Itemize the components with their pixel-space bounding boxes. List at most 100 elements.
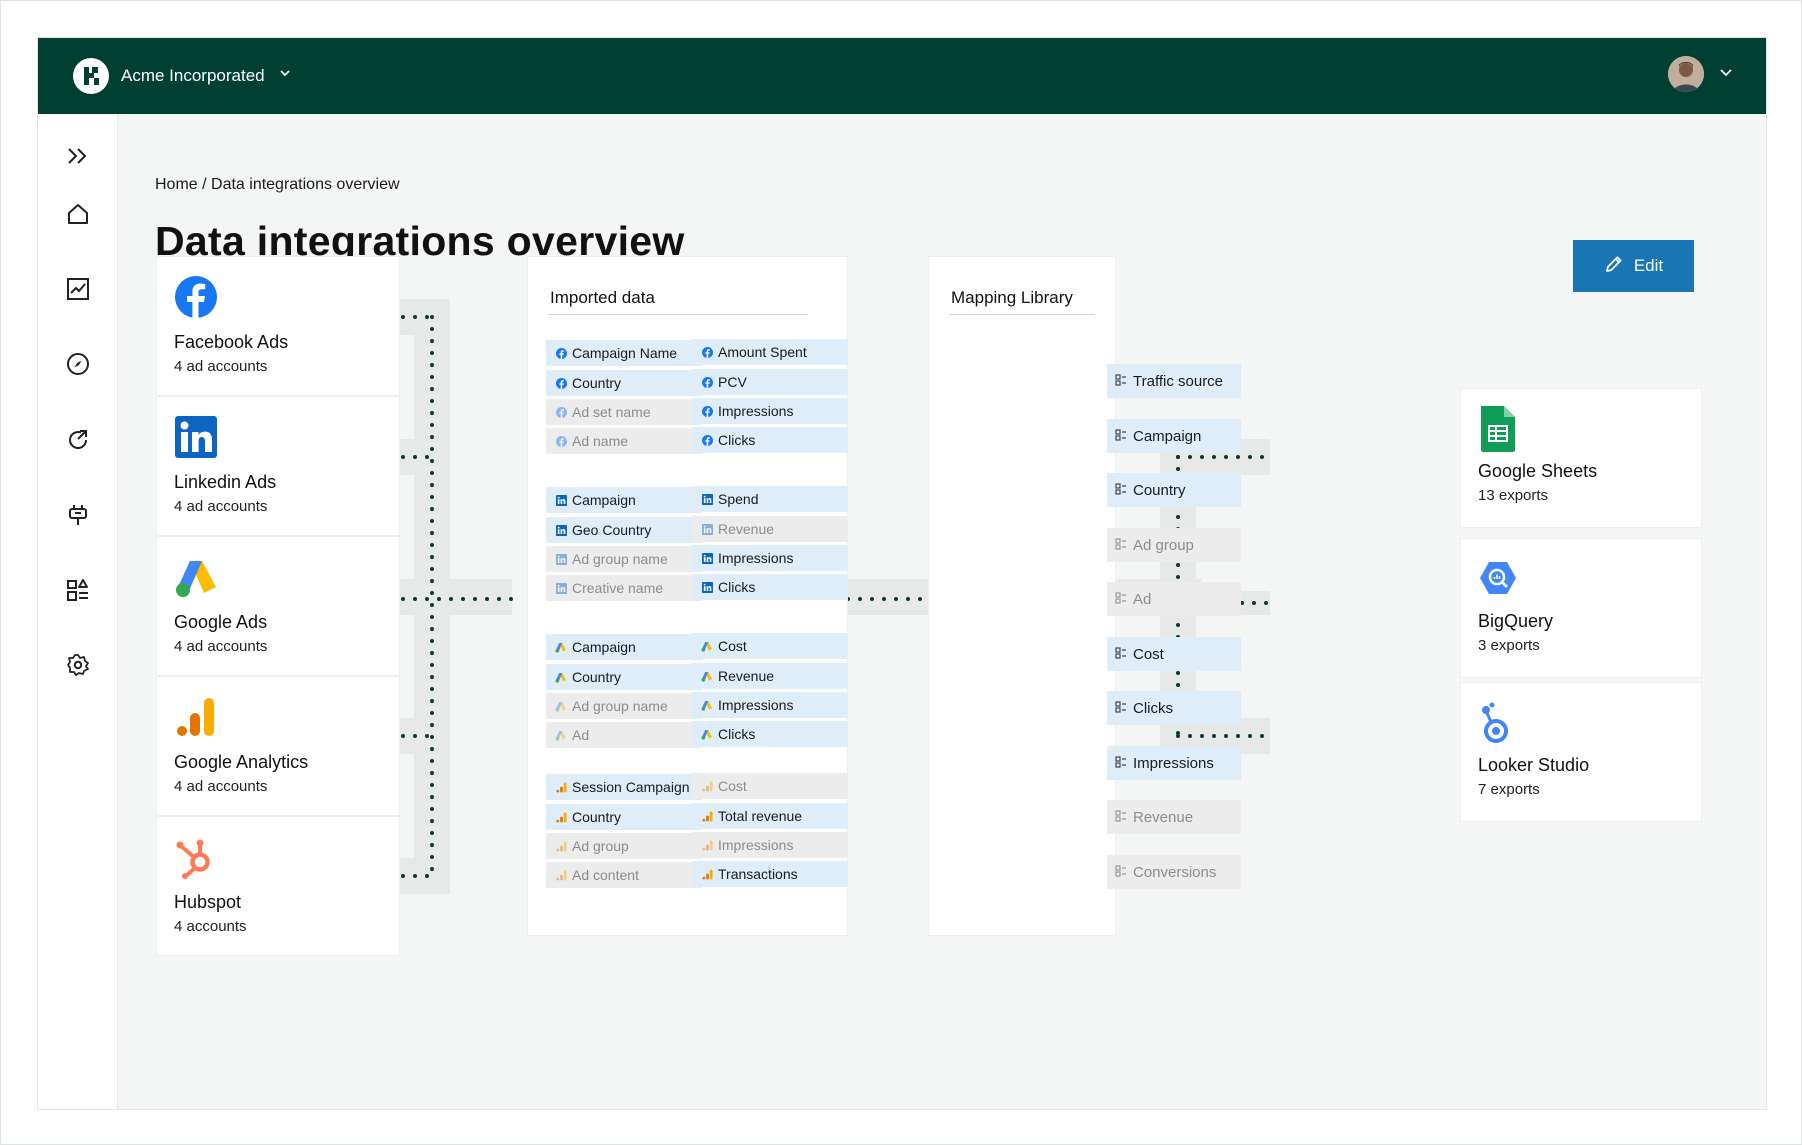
google-analytics-icon (554, 868, 568, 882)
mapping-chip[interactable]: Campaign (1107, 419, 1241, 453)
gear-icon[interactable] (58, 645, 98, 685)
chevron-down-icon[interactable] (278, 66, 292, 83)
linkedin-icon (700, 580, 714, 594)
mapping-label: Country (1133, 481, 1186, 499)
source-count: 4 ad accounts (174, 498, 268, 515)
field-chip[interactable]: Impressions (692, 832, 848, 858)
field-chip[interactable]: Country (546, 370, 702, 396)
field-chip[interactable]: Ad name (546, 428, 702, 454)
home-icon[interactable] (58, 194, 98, 234)
field-label: Country (572, 669, 622, 685)
expand-icon[interactable] (58, 136, 98, 176)
facebook-icon (700, 375, 714, 389)
mapping-icon (1115, 646, 1127, 663)
field-label: PCV (718, 374, 747, 390)
avatar[interactable] (1668, 56, 1704, 92)
mapping-chip[interactable]: Conversions (1107, 855, 1241, 889)
field-label: Ad name (572, 433, 629, 449)
source-card-hubspot[interactable]: Hubspot 4 accounts (156, 816, 400, 956)
hubspot-icon (174, 835, 218, 879)
field-chip[interactable]: Country (546, 664, 702, 690)
field-chip[interactable]: Spend (692, 486, 848, 512)
google-analytics-icon (700, 838, 714, 852)
org-switcher[interactable]: Acme Incorporated (121, 66, 265, 85)
field-chip[interactable]: Clicks (692, 427, 848, 453)
mapping-icon (1115, 864, 1127, 881)
field-label: Campaign (572, 639, 636, 655)
mapping-chip[interactable]: Clicks (1107, 691, 1241, 725)
mapping-chip[interactable]: Country (1107, 473, 1241, 507)
breadcrumb[interactable]: Home / Data integrations overview (155, 176, 400, 193)
field-chip[interactable]: PCV (692, 369, 848, 395)
destination-card-google-sheets[interactable]: Google Sheets 13 exports (1460, 388, 1702, 528)
field-chip[interactable]: Clicks (692, 721, 848, 747)
logo-icon[interactable] (73, 58, 109, 94)
field-chip[interactable]: Campaign Name (546, 340, 702, 366)
mapping-chip[interactable]: Revenue (1107, 800, 1241, 834)
field-chip[interactable]: Geo Country (546, 517, 702, 543)
mapping-library-panel: Mapping Library (928, 256, 1116, 936)
linkedin-icon (554, 552, 568, 566)
field-chip[interactable]: Creative name (546, 575, 702, 601)
source-name: Google Analytics (174, 752, 309, 772)
mapping-chip[interactable]: Ad group (1107, 528, 1241, 562)
field-chip[interactable]: Impressions (692, 398, 848, 424)
field-label: Session Campaign (572, 779, 690, 795)
field-chip[interactable]: Cost (692, 773, 848, 799)
field-chip[interactable]: Ad set name (546, 399, 702, 425)
edit-button[interactable]: Edit (1573, 240, 1694, 292)
field-chip[interactable]: Ad group name (546, 693, 702, 719)
source-card-google-analytics[interactable]: Google Analytics 4 ad accounts (156, 676, 400, 816)
panel-title: Imported data (550, 288, 655, 307)
field-chip[interactable]: Revenue (692, 516, 848, 542)
google-ads-icon (700, 727, 714, 741)
source-card-google-ads[interactable]: Google Ads 4 ad accounts (156, 536, 400, 676)
field-chip[interactable]: Impressions (692, 692, 848, 718)
field-chip[interactable]: Impressions (692, 545, 848, 571)
facebook-icon (700, 404, 714, 418)
field-label: Clicks (718, 726, 756, 742)
chevron-down-icon[interactable] (1718, 64, 1734, 85)
field-chip[interactable]: Campaign (546, 487, 702, 513)
google-analytics-icon (700, 809, 714, 823)
facebook-icon (554, 405, 568, 419)
field-label: Ad (572, 727, 590, 743)
facebook-icon (700, 345, 714, 359)
mapping-label: Impressions (1133, 754, 1214, 772)
google-ads-icon (554, 670, 568, 684)
field-chip[interactable]: Cost (692, 633, 848, 659)
google-ads-icon (174, 555, 218, 599)
compass-icon[interactable] (58, 344, 98, 384)
source-name: Google Ads (174, 612, 268, 632)
field-label: Geo Country (572, 522, 652, 538)
field-label: Cost (718, 778, 747, 794)
chart-icon[interactable] (58, 269, 98, 309)
field-chip[interactable]: Ad (546, 722, 702, 748)
plug-icon[interactable] (58, 495, 98, 535)
field-chip[interactable]: Campaign (546, 634, 702, 660)
destination-card-bigquery[interactable]: BigQuery 3 exports (1460, 538, 1702, 678)
linkedin-icon (174, 415, 218, 459)
refresh-icon[interactable] (58, 420, 98, 460)
shapes-icon[interactable] (58, 570, 98, 610)
mapping-chip[interactable]: Cost (1107, 637, 1241, 671)
field-chip[interactable]: Transactions (692, 861, 848, 887)
mapping-chip[interactable]: Traffic source (1107, 364, 1241, 398)
field-chip[interactable]: Ad group (546, 833, 702, 859)
field-chip[interactable]: Ad group name (546, 546, 702, 572)
source-card-linkedin[interactable]: Linkedin Ads 4 ad accounts (156, 396, 400, 536)
mapping-chip[interactable]: Impressions (1107, 746, 1241, 780)
field-chip[interactable]: Session Campaign (546, 774, 702, 800)
field-chip[interactable]: Revenue (692, 663, 848, 689)
field-label: Amount Spent (718, 344, 807, 360)
field-label: Campaign (572, 492, 636, 508)
field-chip[interactable]: Clicks (692, 574, 848, 600)
field-chip[interactable]: Ad content (546, 862, 702, 888)
field-chip[interactable]: Total revenue (692, 803, 848, 829)
destination-card-looker-studio[interactable]: Looker Studio 7 exports (1460, 682, 1702, 822)
field-chip[interactable]: Country (546, 804, 702, 830)
mapping-chip[interactable]: Ad (1107, 582, 1241, 616)
source-card-facebook[interactable]: Facebook Ads 4 ad accounts (156, 256, 400, 396)
field-chip[interactable]: Amount Spent (692, 339, 848, 365)
